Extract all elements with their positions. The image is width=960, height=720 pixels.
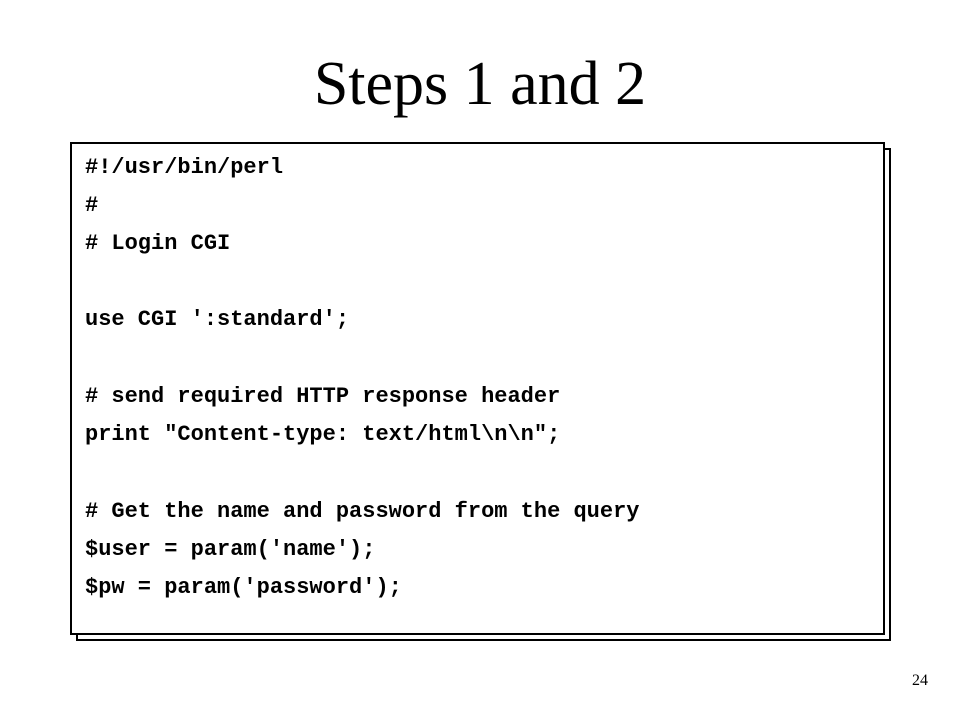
slide-title: Steps 1 and 2 xyxy=(313,50,647,118)
code-line-shebang: #!/usr/bin/perl xyxy=(85,155,284,180)
code-line-print-content-type: print "Content-type: text/html\n\n"; xyxy=(85,422,561,447)
code-line-comment-header: # send required HTTP response header xyxy=(85,384,561,409)
page-number: 24 xyxy=(912,672,928,689)
code-line-use-cgi: use CGI ':standard'; xyxy=(85,307,350,332)
code-box: #!/usr/bin/perl # # Login CGI use CGI ':… xyxy=(70,142,885,635)
code-line-pw-param: $pw = param('password'); xyxy=(85,575,402,600)
code-line-comment-query: # Get the name and password from the que… xyxy=(85,499,640,524)
code-line-comment-blank: # xyxy=(85,193,99,218)
code-line-comment-login: # Login CGI xyxy=(85,231,231,256)
code-line-user-param: $user = param('name'); xyxy=(85,537,376,562)
